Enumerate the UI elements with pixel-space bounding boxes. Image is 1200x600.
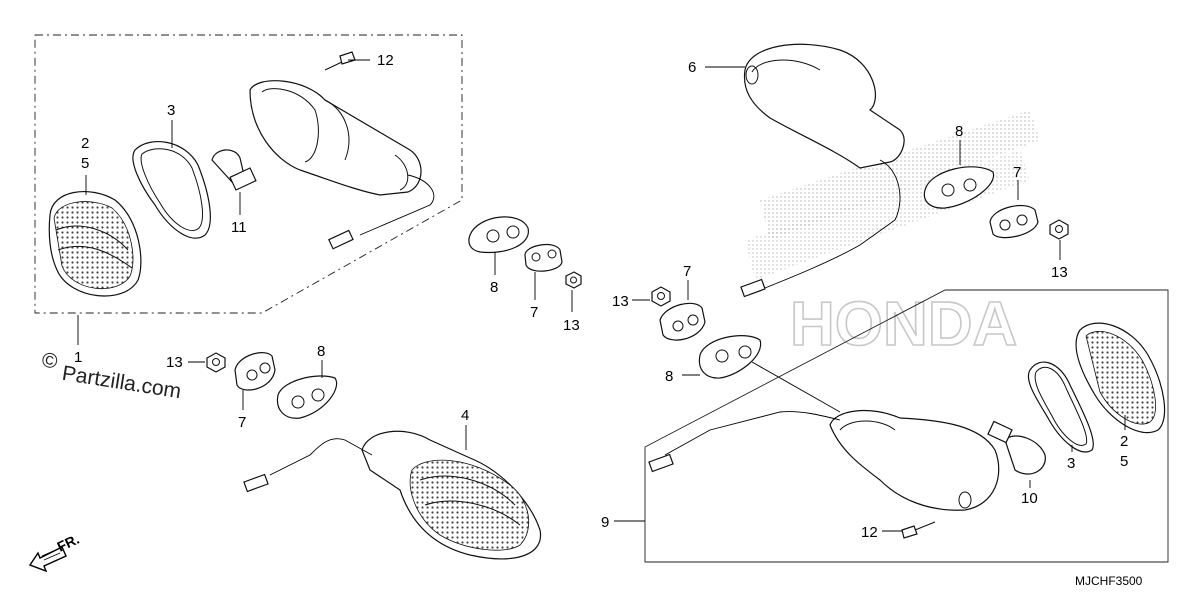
- rubber-mount-rear-left: [468, 216, 529, 254]
- callout-5: 5: [81, 155, 89, 172]
- screw-rear-left: [324, 51, 356, 71]
- callouts-rear-right: 13 7 8 9 12 10 3 2 5: [601, 263, 1128, 541]
- callout-2: 2: [81, 135, 89, 152]
- nut-front-left: [206, 352, 226, 373]
- callout-13: 13: [166, 354, 183, 371]
- callout-7: 7: [683, 263, 691, 280]
- callout-8: 8: [317, 343, 325, 360]
- callout-3: 3: [1067, 455, 1075, 472]
- callout-4: 4: [461, 407, 469, 424]
- lens-rear-left: [48, 191, 142, 297]
- nut-rear-left: [565, 271, 582, 289]
- bulb-rear-left: [211, 149, 257, 191]
- bulb-rear-right: [987, 420, 1046, 475]
- rubber-mount-front-left: [276, 375, 338, 419]
- callouts-rear-left: 12 2 5 3 11 1 8 7 13: [74, 52, 580, 366]
- callout-9: 9: [601, 514, 609, 531]
- watermark-text: Partzilla.com: [60, 362, 182, 404]
- callout-11: 11: [231, 219, 247, 236]
- gasket-rear-left: [132, 141, 211, 239]
- fr-label: FR.: [55, 531, 82, 555]
- callout-8: 8: [955, 123, 963, 140]
- bracket-stay-rear-right: [659, 302, 706, 341]
- callout-7: 7: [530, 304, 538, 321]
- rear-left-group-frame: [34, 34, 463, 314]
- nut-rear-right: [651, 286, 671, 307]
- diagram-code: MJCHF3500: [1075, 574, 1143, 588]
- callout-13: 13: [612, 293, 629, 310]
- callout-10: 10: [1021, 490, 1038, 507]
- callouts-front-right: 6 8 7 13: [688, 59, 1068, 281]
- callout-6: 6: [688, 59, 696, 76]
- callout-8: 8: [665, 368, 673, 385]
- callout-5: 5: [1120, 453, 1128, 470]
- gasket-rear-right: [1027, 361, 1094, 453]
- honda-watermark-text: HONDA: [790, 290, 1017, 359]
- callout-13: 13: [563, 317, 580, 334]
- lens-rear-right: [1075, 322, 1166, 434]
- rubber-mount-front-right: [923, 166, 995, 209]
- bracket-stay-front-left: [234, 352, 276, 391]
- callout-12: 12: [861, 524, 878, 541]
- callouts-front-left: 13 8 7 4: [166, 343, 469, 431]
- leader-lines: [77, 59, 1126, 532]
- front-direction-indicator: FR.: [28, 531, 82, 573]
- copyright-symbol: ©: [40, 348, 59, 373]
- callout-7: 7: [1013, 164, 1021, 181]
- callout-8: 8: [490, 279, 498, 296]
- winker-front-left: [243, 430, 542, 560]
- bracket-stay-front-right: [989, 205, 1039, 239]
- nut-front-right: [1049, 219, 1069, 240]
- callout-12: 12: [377, 52, 394, 69]
- callout-1: 1: [74, 349, 82, 366]
- screw-rear-right: [901, 521, 936, 539]
- rear-right-group-frame: [644, 289, 1169, 563]
- winker-front-right: [740, 43, 905, 298]
- winker-rear-right: [648, 361, 1000, 511]
- callout-13: 13: [1051, 264, 1068, 281]
- rubber-mount-rear-right: [698, 335, 762, 379]
- partzilla-watermark: © Partzilla.com: [40, 348, 182, 404]
- callout-3: 3: [167, 102, 175, 119]
- honda-watermark: HONDA: [745, 110, 1040, 360]
- housing-rear-left: [249, 80, 435, 250]
- callout-7: 7: [238, 414, 246, 431]
- bracket-stay-rear-left: [524, 243, 563, 272]
- callout-2: 2: [1120, 433, 1128, 450]
